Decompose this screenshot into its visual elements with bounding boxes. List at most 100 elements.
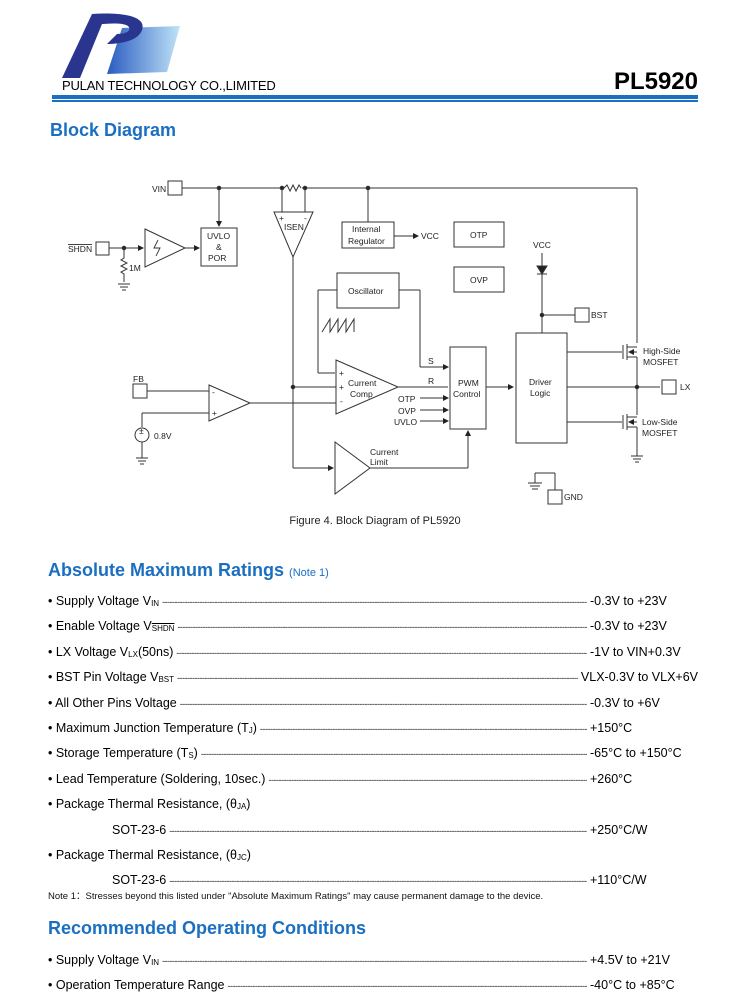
svg-text:+: + (339, 382, 344, 392)
ovp-block (453, 266, 505, 293)
spec-value: -0.3V to +6V (590, 695, 660, 710)
leader-dots: ----------------------------------------… (177, 622, 587, 633)
leader-dots: ----------------------------------------… (227, 981, 587, 991)
spec-label: • Enable Voltage VSHDN (48, 619, 175, 634)
svg-text:&: & (216, 242, 222, 252)
schmitt-buffer (144, 228, 187, 268)
svg-text:UVLO: UVLO (207, 231, 231, 241)
leader-dots: ----------------------------------------… (169, 825, 587, 836)
spec-label: • Lead Temperature (Soldering, 10sec.) (48, 771, 266, 786)
pwm-control-block (449, 346, 487, 430)
abs-max-row: • Package Thermal Resistance, (θJC)-----… (48, 846, 698, 862)
spec-value: +260°C (590, 771, 633, 786)
company-name: PULAN TECHNOLOGY CO.,LIMITED (62, 78, 276, 93)
svg-text:High-Side: High-Side (643, 346, 681, 356)
svg-text:BST: BST (591, 310, 608, 320)
error-amplifier (208, 384, 252, 422)
part-number: PL5920 (613, 68, 698, 95)
svg-text:Internal: Internal (352, 224, 380, 234)
leader-dots: ----------------------------------------… (162, 956, 587, 966)
sense-resistor (283, 183, 302, 193)
svg-text:-: - (212, 387, 215, 397)
vin-label: VIN (152, 184, 166, 194)
svg-text:MOSFET: MOSFET (643, 357, 678, 367)
svg-text:Logic: Logic (530, 388, 551, 398)
abs-max-row: SOT-23-6--------------------------------… (112, 871, 698, 887)
company-logo (62, 8, 182, 80)
header-rule (52, 95, 698, 99)
rec-op-row: • Operation Temperature Range-----------… (48, 976, 698, 992)
svg-text:ISEN: ISEN (284, 222, 304, 232)
pulldown-resistor (119, 248, 129, 282)
spec-label: • Package Thermal Resistance, (θJA) (48, 797, 251, 812)
bootstrap-diode (536, 265, 548, 275)
svg-text:MOSFET: MOSFET (642, 428, 677, 438)
svg-text:GND: GND (564, 492, 583, 502)
svg-text:FB: FB (133, 374, 144, 384)
svg-text:UVLO: UVLO (394, 417, 418, 427)
svg-text:Current: Current (370, 447, 399, 457)
svg-text:+: + (339, 368, 344, 378)
uvlo-por-block (200, 227, 238, 267)
svg-text:-: - (340, 396, 343, 406)
svg-text:Control: Control (453, 389, 481, 399)
svg-text:POR: POR (208, 253, 226, 263)
sawtooth-icon (321, 317, 355, 334)
otp-block (453, 221, 505, 248)
vin-pin (167, 180, 183, 196)
spec-label: • Storage Temperature (TS) (48, 746, 198, 761)
block-diagram: VIN UVLO & POR SHDN 1M ISEN +- Internal … (0, 150, 750, 520)
svg-text:VCC: VCC (421, 231, 439, 241)
svg-text:Regulator: Regulator (348, 236, 385, 246)
svg-text:PWM: PWM (458, 378, 479, 388)
spec-label: • Supply Voltage VIN (48, 594, 160, 608)
svg-text:OVP: OVP (470, 275, 488, 285)
spec-value: +110°C/W (590, 873, 647, 888)
spec-label: SOT-23-6 (112, 822, 167, 837)
low-side-mosfet (622, 414, 637, 430)
shdn-pin (95, 241, 110, 256)
spec-value: -65°C to +150°C (590, 746, 682, 761)
internal-regulator-block (341, 221, 395, 249)
svg-text:±: ± (139, 426, 144, 436)
spec-label: • Operation Temperature Range (48, 978, 225, 992)
leader-dots: ----------------------------------------… (259, 724, 587, 734)
abs-max-row: • All Other Pins Voltage----------------… (48, 694, 698, 710)
spec-value: VLX-0.3V to VLX+6V (580, 670, 698, 685)
spec-label: • BST Pin Voltage VBST (48, 670, 175, 685)
abs-max-row: • LX Voltage VLX(50ns)------------------… (48, 643, 698, 659)
abs-max-row: • Enable Voltage VSHDN------------------… (48, 617, 698, 633)
spec-value: +150°C (590, 721, 633, 735)
svg-text:Low-Side: Low-Side (642, 417, 678, 427)
abs-max-row: • BST Pin Voltage VBST------------------… (48, 668, 698, 684)
svg-text:Limit: Limit (370, 457, 389, 467)
svg-text:OTP: OTP (470, 230, 488, 240)
bst-pin (574, 307, 590, 323)
svg-text:0.8V: 0.8V (154, 431, 172, 441)
leader-dots: ----------------------------------------… (200, 749, 587, 760)
svg-text:Driver: Driver (529, 377, 552, 387)
fb-pin (132, 383, 148, 399)
spec-label: • LX Voltage VLX(50ns) (48, 644, 174, 659)
leader-dots: ----------------------------------------… (162, 597, 587, 607)
abs-max-row: • Package Thermal Resistance, (θJA)-----… (48, 795, 698, 811)
gnd-pin (547, 489, 563, 505)
isen-amplifier (273, 211, 314, 259)
svg-text:+: + (212, 408, 217, 418)
svg-text:R: R (428, 376, 434, 386)
spec-label: • Package Thermal Resistance, (θJC) (48, 848, 251, 862)
figure-caption: Figure 4. Block Diagram of PL5920 (289, 515, 461, 527)
svg-text:S: S (428, 356, 434, 366)
svg-text:LX: LX (680, 382, 691, 392)
shdn-label: SHDN (68, 244, 92, 254)
block-diagram-heading: Block Diagram (50, 120, 177, 140)
header-rule-thin (52, 100, 698, 102)
abs-max-row: • Supply Voltage VIN--------------------… (48, 592, 698, 608)
svg-text:OTP: OTP (398, 394, 416, 404)
svg-text:VCC: VCC (533, 240, 551, 250)
svg-text:-: - (304, 213, 307, 223)
svg-text:OVP: OVP (398, 406, 416, 416)
spec-value: +4.5V to +21V (590, 953, 670, 967)
leader-dots: ----------------------------------------… (268, 774, 587, 785)
spec-value: -1V to VIN+0.3V (590, 644, 681, 659)
